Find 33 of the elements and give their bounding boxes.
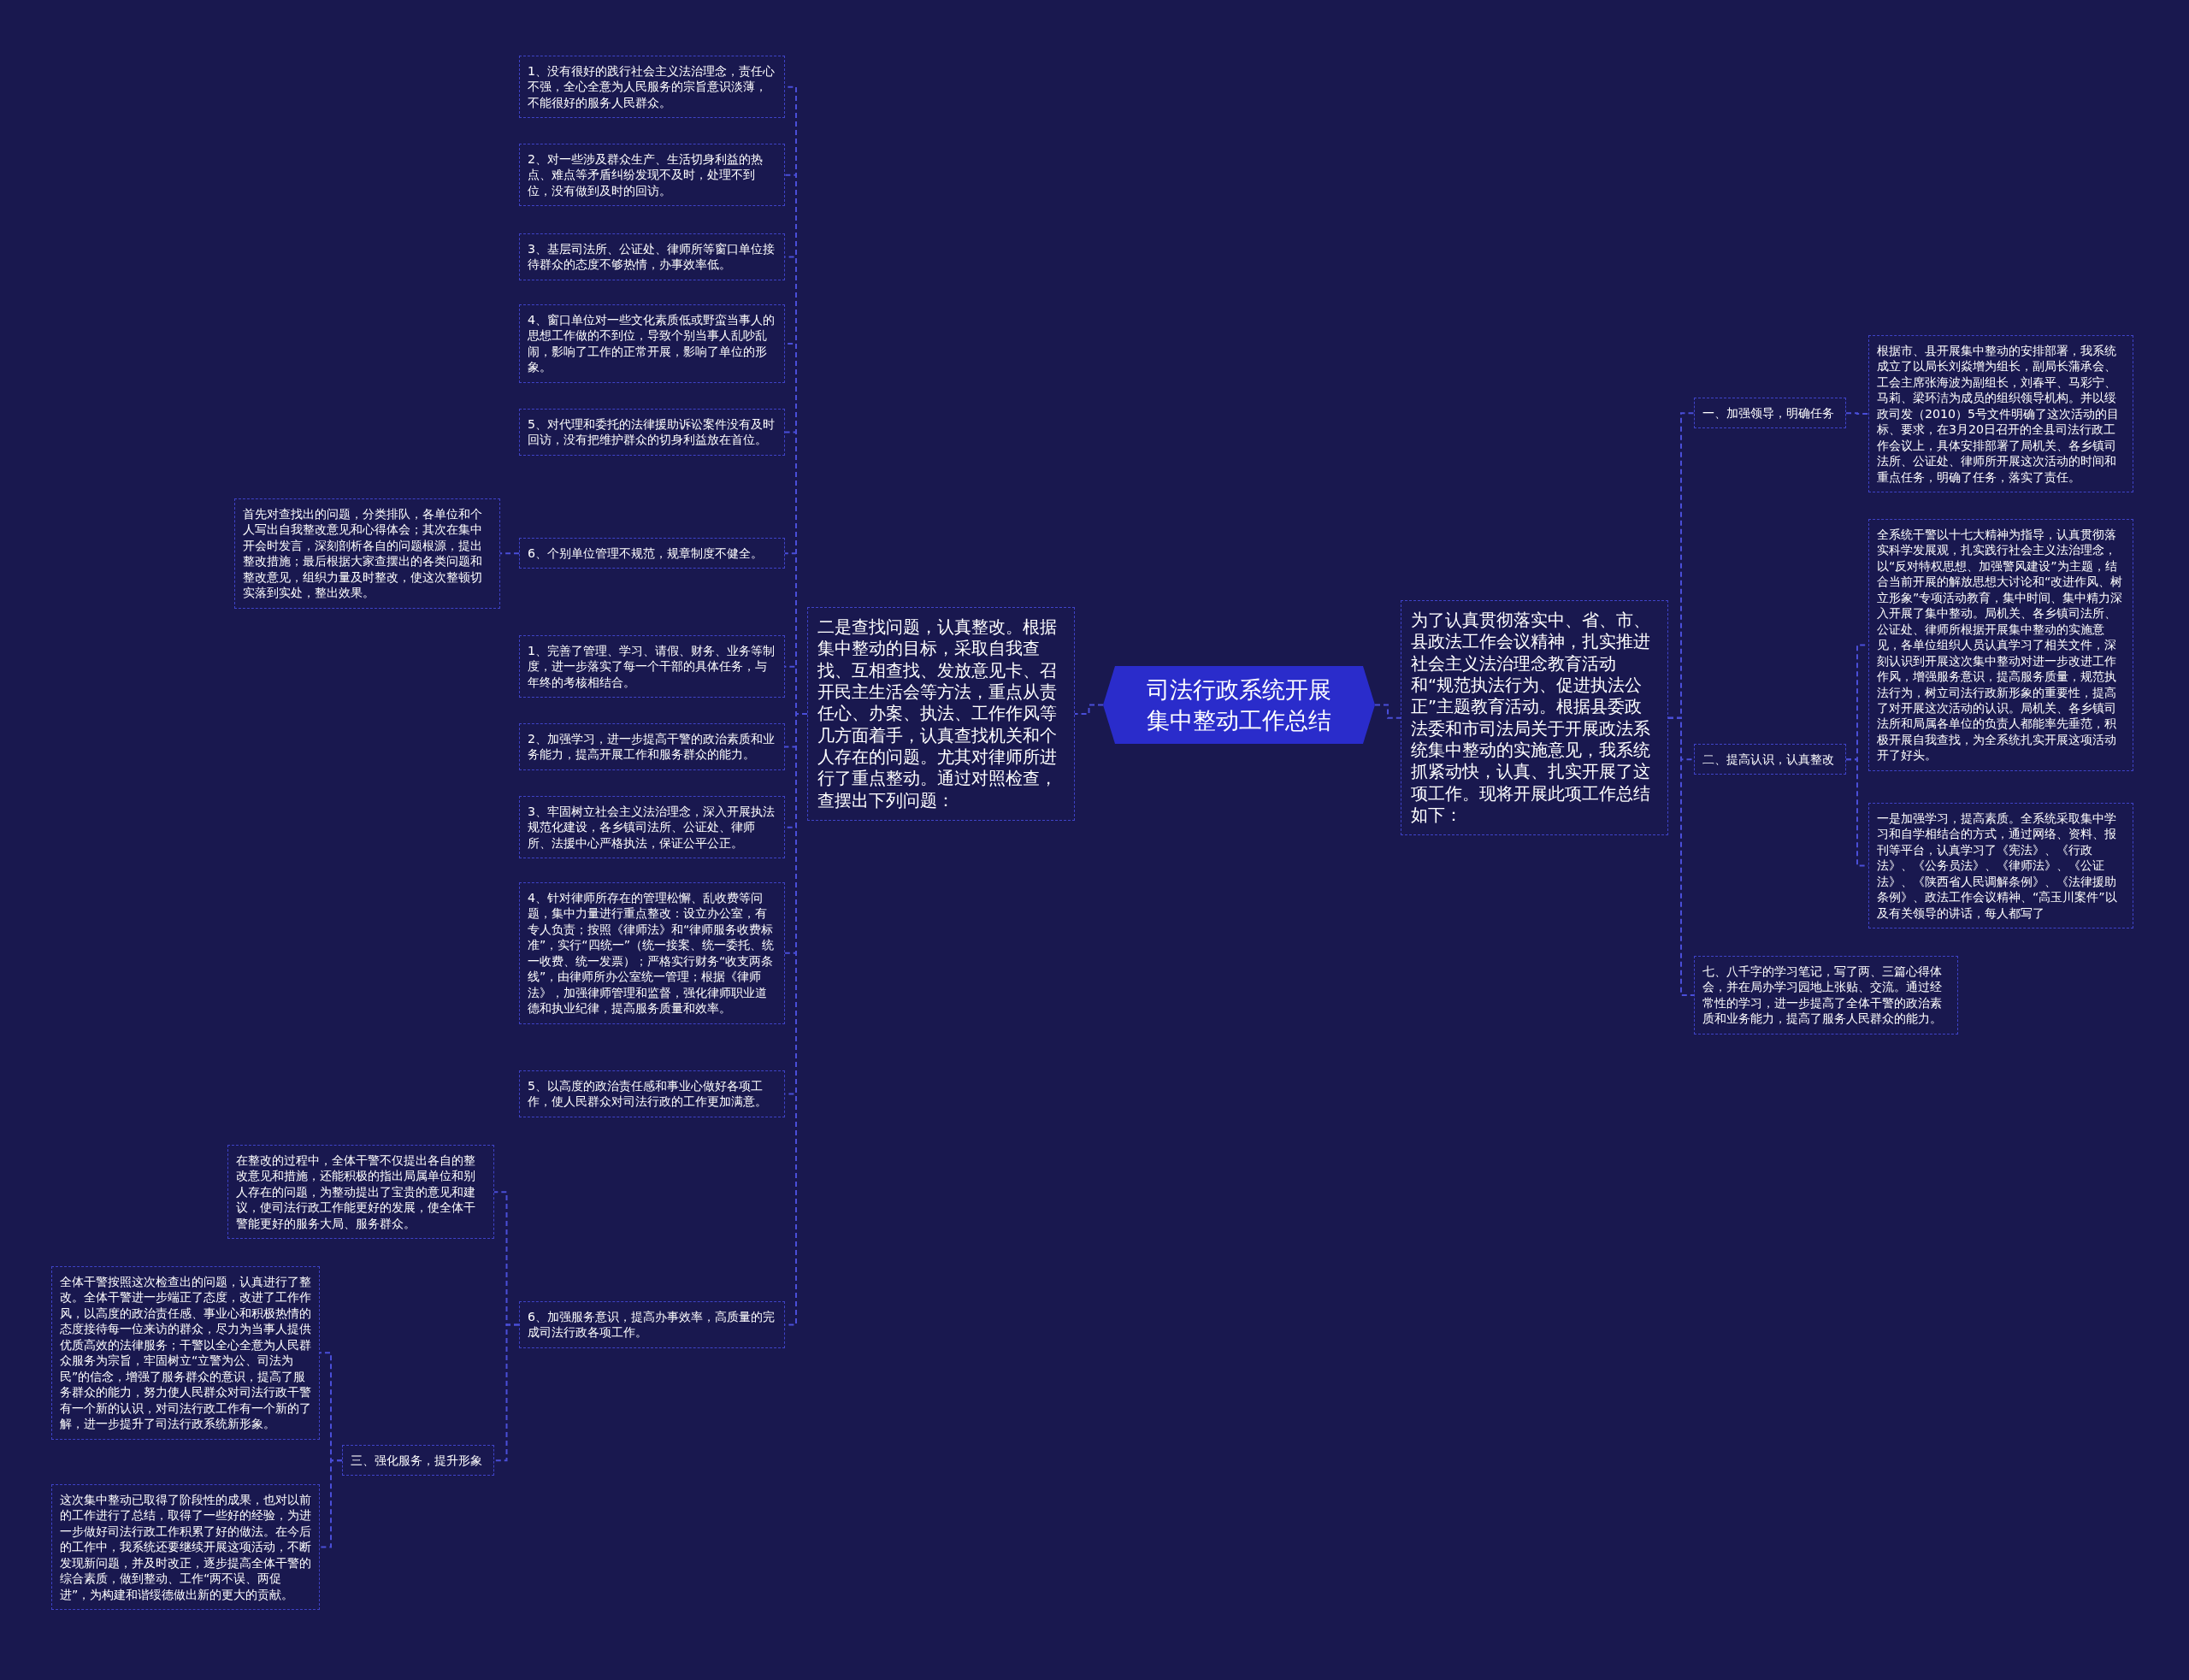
topic-box: 这次集中整动已取得了阶段性的成果，也对以前的工作进行了总结，取得了一些好的经验，为进一步做好司法行政工作积累了好的做法。在今后的工作中，我系统还要继续开展这项活动，不断发现新问题，并及时改正，逐步提高全体干警的综合素质，做到整动、工作“两不误、两促进”，为构建和谐绥德做出新的更大的贡献。 — [51, 1484, 320, 1611]
connector-line — [493, 1323, 520, 1462]
topic-box: 1、没有很好的践行社会主义法治理念，责任心不强，全心全意为人民服务的宗旨意识淡薄，不能很好的服务人民群众。 — [519, 56, 785, 119]
central-topic: 司法行政系统开展集中整动工作总结 — [1103, 666, 1375, 744]
topic-box: 三、强化服务，提升形象 — [342, 1445, 494, 1477]
connector-line — [499, 552, 520, 555]
topic-box: 为了认真贯彻落实中、省、市、县政法工作会议精神，扎实推进社会主义法治理念教育活动和“规范执法行为、促进执法公正”主题教育活动。根据县委政法委和市司法局关于开展政法系统集中整动的实施意见，我系统抓紧动快，认真、扎实开展了这项工作。现将开展此项工作总结如下： — [1401, 600, 1668, 836]
topic-box: 5、对代理和委托的法律援助诉讼案件没有及时回访，没有把维护群众的切身利益放在首位。 — [519, 409, 785, 456]
topic-box: 七、八千字的学习笔记，写了两、三篇心得体会，并在局办学习园地上张贴、交流。通过经常性的学习，进一步提高了全体干警的政治素质和业务能力，提高了服务人民群众的能力。 — [1694, 956, 1958, 1035]
topic-box: 在整改的过程中，全体干警不仅提出各自的整改意见和措施，还能积极的指出局属单位和别人存在的问题，为整动提出了宝贵的意见和建议，使司法行政工作能更好的发展，使全体干警能更好的服务大局、服务群众。 — [227, 1145, 494, 1240]
connector-line — [1667, 716, 1695, 996]
topic-box: 二是查找问题，认真整改。根据集中整动的目标，采取自我查找、互相查找、发放意见卡、召开民主生活会等方法，重点从责任心、办案、执法、工作作风等几方面着手，认真查找机关和个人存在的问题。尤其对律师所进行了重点整动。通过对照检查，查摆出下列问题： — [807, 607, 1075, 822]
connector-line — [1374, 704, 1401, 719]
topic-box: 二、提高认识，认真整改 — [1694, 744, 1846, 775]
topic-box: 根据市、县开展集中整动的安排部署，我系统成立了以局长刘焱增为组长，副局长蒲承会、工会主席张海波为副组长，刘春平、马彩宁、马莉、梁环洁为成员的组织领导机构。并以绥政司发（2010）5号文件明确了这次活动的目标、要求，在3月20日召开的全县司法行政工作会议上，具体安排部署了局机关、各乡镇司法所、公证处、律师所开展这次活动的时间和重点任务，明确了任务，落实了责任。 — [1868, 335, 2133, 493]
topic-box: 6、个别单位管理不规范，规章制度不健全。 — [519, 538, 785, 569]
connector-line — [1074, 704, 1104, 716]
connector-line — [1845, 412, 1869, 416]
topic-box: 4、窗口单位对一些文化素质低或野蛮当事人的思想工作做的不到位，导致个别当事人乱吵乱闹，影响了工作的正常开展，影响了单位的形象。 — [519, 304, 785, 383]
topic-box: 全体干警按照这次检查出的问题，认真进行了整改。全体干警进一步端正了态度，改进了工作作风，以高度的政治责任感、事业心和积极热情的态度接待每一位来访的群众，尽力为当事人提供优质高效的法律服务；干警以全心全意为人民群众服务为宗旨，牢固树立“立警为公、司法为民”的信念，增强了服务群众的意识，提高了服务群众的能力，努力使人民群众对司法行政干警有一个新的认识，对司法行政工作有一个新的了解，进一步提升了司法行政系统新形象。 — [51, 1266, 320, 1440]
connector-line — [319, 1459, 343, 1548]
topic-box: 一、加强领导，明确任务 — [1694, 398, 1846, 429]
topic-box: 1、完善了管理、学习、请假、财务、业务等制度，进一步落实了每一个干部的具体任务，与年终的考核相结合。 — [519, 635, 785, 699]
topic-box: 3、基层司法所、公证处、律师所等窗口单位接待群众的态度不够热情，办事效率低。 — [519, 233, 785, 280]
topic-box: 首先对查找出的问题，分类排队，各单位和个人写出自我整改意见和心得体会；其次在集中开会时发言，深刻剖析各自的问题根源，提出整改措施；最后根据大家查摆出的各类问题和整改意见，组织力量及时整改，使这次整顿切实落到实处，整出效果。 — [234, 498, 500, 609]
topic-box: 3、牢固树立社会主义法治理念，深入开展执法规范化建设，各乡镇司法所、公证处、律师所、法援中心严格执法，保证公平公正。 — [519, 796, 785, 859]
topic-box: 6、加强服务意识，提高办事效率，高质量的完成司法行政各项工作。 — [519, 1301, 785, 1348]
topic-box: 4、针对律师所存在的管理松懈、乱收费等问题，集中力量进行重点整改：设立办公室，有专人负责；按照《律师法》和“律师服务收费标准”，实行“四统一”（统一接案、统一委托、统一收费、统一发票）；严格实行财务“收支两条线”，由律师所办公室统一管理；根据《律师法》，加强律师管理和监督，强化律师职业道德和执业纪律，提高服务质量和效率。 — [519, 882, 785, 1024]
topic-box: 全系统干警以十七大精神为指导，认真贯彻落实科学发展观，扎实践行社会主义法治理念，以“反对特权思想、加强警风建设”为主题，结合当前开展的解放思想大讨论和“改进作风、树立形象”专项活动教育，集中时间、集中精力深入开展了集中整动。局机关、各乡镇司法所、公证处、律师所根据开展集中整动的实施意见，各单位组织人员认真学习了相关文件，深刻认识到开展这次集中整动对进一步改进工作作风，增强服务意识，提高服务质量，规范执法行为，树立司法行政新形象的重要性，提高了对开展这次活动的认识。局机关、各乡镇司法所和局属各单位的负责人都能率先垂范，积极开展自我查找，为全系统扎实开展这项活动开了好头。 — [1868, 519, 2133, 771]
topic-box: 2、对一些涉及群众生产、生活切身利益的热点、难点等矛盾纠纷发现不及时，处理不到位，没有做到及时的回访。 — [519, 144, 785, 207]
topic-box: 2、加强学习，进一步提高干警的政治素质和业务能力，提高开展工作和服务群众的能力。 — [519, 723, 785, 770]
topic-box: 5、以高度的政治责任感和事业心做好各项工作，使人民群众对司法行政的工作更加满意。 — [519, 1070, 785, 1117]
topic-box: 一是加强学习，提高素质。全系统采取集中学习和自学相结合的方式，通过网络、资料、报刊等平台，认真学习了《宪法》、《行政法》、《公务员法》、《律师法》、《公证法》、《陕西省人民调解条例》、《法律援助条例》、政法工作会议精神、“高玉川案件”以及有关领导的讲话，每人都写了 — [1868, 803, 2133, 929]
